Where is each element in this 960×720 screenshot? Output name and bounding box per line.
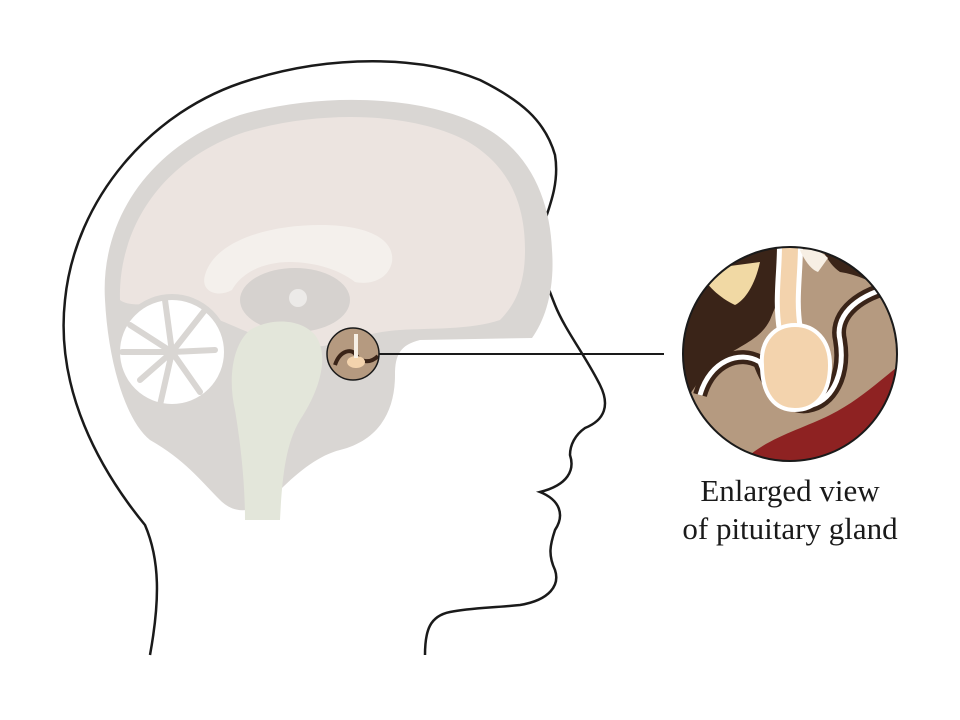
- thalamus-dot: [289, 289, 307, 307]
- caption-line-1: Enlarged view: [700, 473, 880, 508]
- brainstem: [231, 321, 323, 520]
- cerebellum: [114, 294, 230, 410]
- corpus-callosum: [204, 225, 393, 294]
- pituitary-inset: [682, 246, 898, 462]
- inset-caption: Enlarged view of pituitary gland: [640, 472, 940, 548]
- caption-line-2: of pituitary gland: [682, 511, 898, 546]
